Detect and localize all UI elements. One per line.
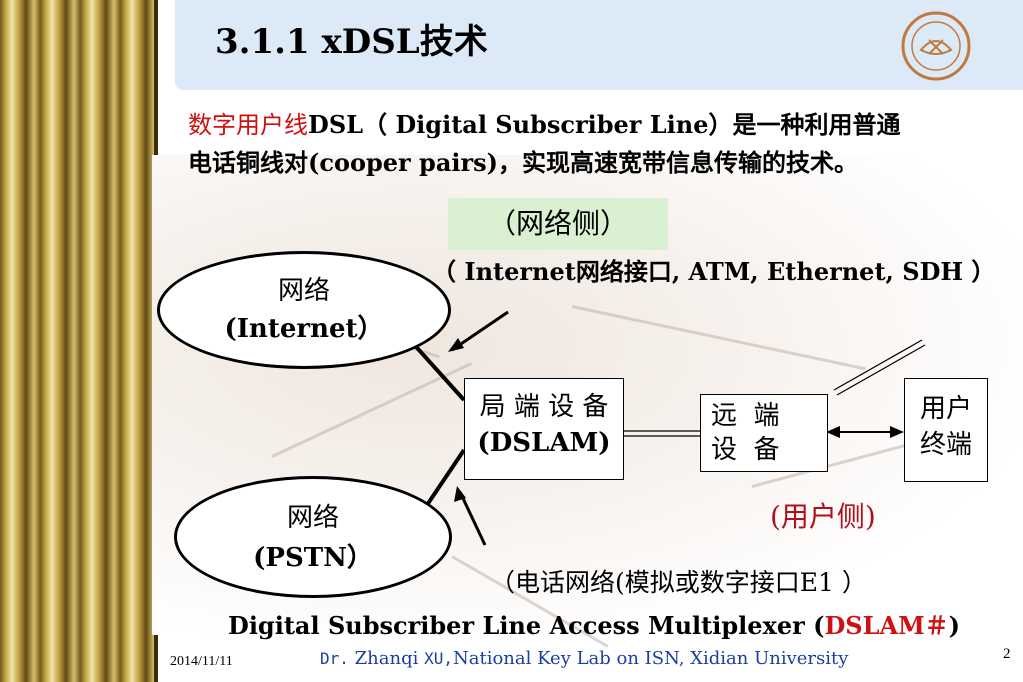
acronym-suffix: ) (948, 611, 961, 640)
decorative-gold-bar (0, 0, 158, 682)
acronym-red: DSLAM＃ (824, 611, 949, 640)
intro-line1: DSL（ Digital Subscriber Line）是一种利用普通 (308, 110, 901, 139)
internet-node-line2: (Internet） (224, 314, 384, 344)
pstn-node-line2: (PSTN） (253, 543, 373, 573)
footer-author-name: Zhanqi (354, 648, 419, 669)
footer-credit: Dr. Zhanqi XU,National Key Lab on ISN, X… (320, 648, 848, 669)
pstn-node-line1: 网络 (286, 503, 339, 533)
network-side-label: （网络侧） (448, 198, 668, 250)
user-terminal-line1: 用户 (919, 394, 972, 424)
user-terminal-node: 用户 终端 (904, 378, 988, 482)
intro-paragraph: 数字用户线DSL（ Digital Subscriber Line）是一种利用普… (188, 106, 1003, 182)
acronym-prefix: Digital Subscriber Line Access Multiplex… (228, 611, 825, 640)
university-seal-icon (901, 11, 971, 81)
title-bar (175, 0, 1023, 90)
dslam-node-line2: (DSLAM) (477, 428, 611, 458)
footer-org: National Key Lab on ISN, Xidian Universi… (452, 648, 849, 669)
dslam-node-line1: 局 端 设 备 (479, 392, 609, 422)
dslam-acronym-line: Digital Subscriber Line Access Multiplex… (228, 606, 960, 641)
internet-node-line1: 网络 (277, 276, 330, 306)
page-number: 2 (1003, 646, 1011, 662)
user-side-label: (用户侧) (770, 500, 876, 533)
dsl-term: 数字用户线 (188, 111, 308, 139)
slide-title: 3.1.1 xDSL技术 (215, 22, 488, 62)
internet-network-node: 网络 (Internet） (157, 251, 451, 369)
remote-node-line2: 设 备 (711, 435, 780, 465)
remote-node-line1: 远 端 (711, 401, 780, 431)
telephone-network-label: （电话网络(模拟或数字接口E1 ） (490, 568, 867, 597)
footer-author-surname: XU, (424, 649, 453, 668)
pstn-network-node: 网络 (PSTN） (174, 476, 452, 598)
footer-date: 2014/11/11 (170, 654, 233, 669)
remote-device-node: 远 端 设 备 (700, 394, 828, 472)
network-interface-detail: （ Internet网络接口, ATM, Ethernet, SDH ） (432, 257, 996, 286)
dslam-node: 局 端 设 备 (DSLAM) (464, 378, 624, 480)
footer-author-prefix: Dr. (320, 649, 349, 668)
intro-line2: 电话铜线对(cooper pairs)，实现高速宽带信息传输的技术。 (188, 148, 858, 177)
user-terminal-line2: 终端 (919, 430, 972, 460)
